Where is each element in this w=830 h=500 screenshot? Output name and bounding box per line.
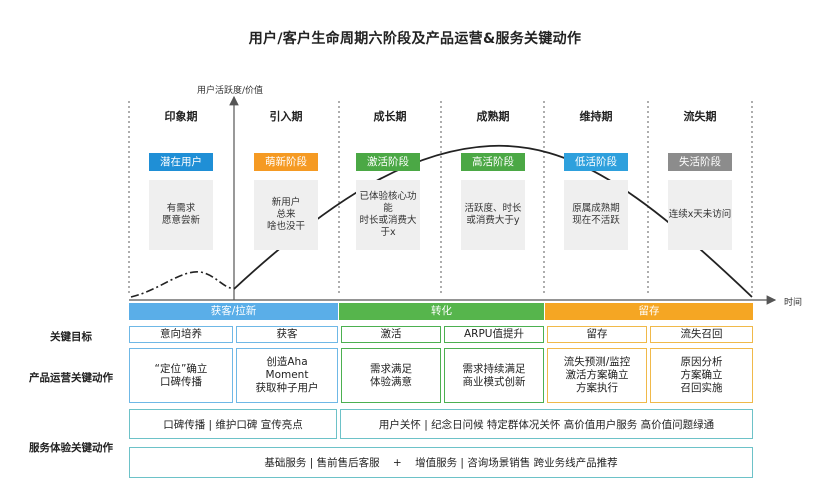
- phase-bar-acquisition: 获客/拉新: [129, 303, 338, 320]
- product-action-1: “定位”确立 口碑传播: [129, 348, 233, 403]
- goal-cell-4: ARPU值提升: [444, 326, 544, 343]
- product-action-2: 创造Aha Moment 获取种子用户: [236, 348, 338, 403]
- product-action-6: 原因分析 方案确立 召回实施: [650, 348, 753, 403]
- stage-desc-5: 原属成熟期 现在不活跃: [564, 180, 628, 250]
- stage-desc-6: 连续x天未访问: [668, 180, 732, 250]
- stage-badge-3: 激活阶段: [356, 153, 420, 171]
- stage-name-4: 成熟期: [476, 110, 510, 123]
- goal-cell-5: 留存: [547, 326, 647, 343]
- row-label-product: 产品运营关键动作: [29, 372, 113, 384]
- stage-name-2: 引入期: [269, 110, 303, 123]
- phase-bar-conversion: 转化: [339, 303, 544, 320]
- stage-badge-5: 低活阶段: [564, 153, 628, 171]
- service-row2: 基础服务 | 售前售后客服 + 增值服务 | 咨询场景销售 跨业务线产品推荐: [129, 447, 753, 478]
- stage-desc-4: 活跃度、时长 或消费大于y: [461, 180, 525, 250]
- row-label-service: 服务体验关键动作: [29, 442, 113, 454]
- goal-cell-3: 激活: [341, 326, 441, 343]
- y-axis-label: 用户活跃度/价值: [197, 86, 264, 96]
- stage-badge-4: 高活阶段: [461, 153, 525, 171]
- goal-cell-1: 意向培养: [129, 326, 233, 343]
- stage-name-6: 流失期: [683, 110, 717, 123]
- row-label-goal: 关键目标: [50, 331, 92, 343]
- impression-curve: [130, 271, 235, 298]
- stage-name-3: 成长期: [373, 110, 407, 123]
- stage-dividers: [128, 101, 753, 296]
- service-row1-left: 口碑传播 | 维护口碑 宣传亮点: [129, 409, 337, 439]
- product-action-5: 流失预测/监控 激活方案确立 方案执行: [547, 348, 647, 403]
- phase-bar-retention: 留存: [545, 303, 753, 320]
- goal-cell-2: 获客: [236, 326, 338, 343]
- stage-name-5: 维持期: [579, 110, 613, 123]
- x-axis-label: 时间: [784, 298, 803, 308]
- diagram-title: 用户/客户生命周期六阶段及产品运营&服务关键动作: [248, 31, 582, 47]
- stage-desc-1: 有需求 愿意尝新: [149, 180, 213, 250]
- product-action-3: 需求满足 体验满意: [341, 348, 441, 403]
- stage-desc-3: 已体验核心功能 时长或消费大于x: [356, 180, 420, 250]
- stage-badge-6: 失活阶段: [668, 153, 732, 171]
- product-action-4: 需求持续满足 商业模式创新: [444, 348, 544, 403]
- stage-desc-2: 新用户 总来 啥也没干: [254, 180, 318, 250]
- service-row1-right: 用户关怀 | 纪念日问候 特定群体况关怀 高价值用户服务 高价值问题绿通: [340, 409, 753, 439]
- stage-badge-2: 萌新阶段: [254, 153, 318, 171]
- lifecycle-curve: [233, 144, 753, 298]
- stage-badge-1: 潜在用户: [149, 153, 213, 171]
- stage-name-1: 印象期: [164, 110, 198, 123]
- goal-cell-6: 流失召回: [650, 326, 753, 343]
